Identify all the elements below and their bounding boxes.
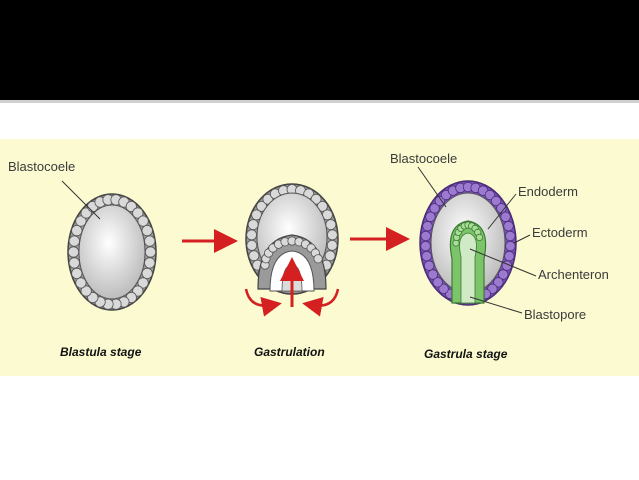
cell bbox=[503, 220, 514, 232]
separator-line bbox=[0, 100, 639, 103]
gastrulation-left-curve-arrow bbox=[244, 288, 282, 317]
endoderm-leader bbox=[487, 193, 517, 230]
cell bbox=[427, 269, 439, 280]
cell bbox=[505, 240, 516, 252]
cell bbox=[496, 203, 507, 214]
cell bbox=[421, 250, 432, 262]
top-black-bar bbox=[0, 0, 639, 100]
cell bbox=[429, 203, 440, 214]
archenteron-leader bbox=[469, 248, 537, 277]
cell bbox=[137, 215, 149, 227]
cell bbox=[144, 235, 156, 247]
cell bbox=[325, 219, 337, 230]
cell bbox=[500, 211, 511, 223]
cell bbox=[141, 267, 153, 279]
cell bbox=[80, 285, 92, 297]
blastula-figure bbox=[67, 193, 157, 311]
cell bbox=[423, 260, 435, 271]
cell bbox=[420, 240, 431, 252]
gastrula-figure bbox=[419, 180, 517, 306]
cell bbox=[144, 257, 156, 269]
cell bbox=[505, 230, 516, 242]
label-blastocoele-2: Blastocoele bbox=[390, 151, 457, 166]
cell bbox=[438, 283, 449, 295]
gastrulation-figure bbox=[245, 183, 339, 295]
cell bbox=[71, 225, 83, 237]
cell bbox=[141, 225, 153, 237]
cell bbox=[434, 195, 446, 207]
cell bbox=[246, 240, 258, 251]
cell bbox=[493, 277, 504, 288]
cell bbox=[425, 211, 436, 223]
cell bbox=[247, 219, 259, 230]
ectoderm-leader bbox=[513, 234, 531, 244]
cell bbox=[68, 257, 80, 269]
label-ectoderm: Ectoderm bbox=[532, 225, 588, 240]
label-archenteron: Archenteron bbox=[538, 267, 609, 282]
caption-blastula: Blastula stage bbox=[60, 345, 142, 359]
cell bbox=[246, 229, 258, 241]
label-blastocoele-1: Blastocoele bbox=[8, 159, 75, 174]
cell bbox=[67, 246, 80, 258]
cell bbox=[313, 254, 323, 264]
cell bbox=[484, 189, 496, 201]
cell bbox=[248, 250, 260, 262]
cell bbox=[137, 277, 149, 289]
cell bbox=[144, 246, 157, 258]
cell bbox=[475, 233, 483, 242]
cell bbox=[68, 235, 80, 247]
cell bbox=[326, 240, 338, 251]
cell bbox=[490, 195, 502, 207]
gastrulation-diagram: Blastocoele Blastula stage Gastrulation … bbox=[8, 151, 609, 361]
cell bbox=[326, 229, 338, 241]
cell bbox=[504, 250, 515, 262]
caption-gastrula: Gastrula stage bbox=[424, 347, 508, 361]
cell bbox=[498, 269, 509, 280]
blastopore-leader bbox=[469, 296, 523, 314]
cell bbox=[75, 277, 87, 289]
blastocoele-leader-2 bbox=[417, 166, 447, 208]
cell bbox=[420, 230, 432, 242]
label-blastopore: Blastopore bbox=[524, 307, 586, 322]
caption-gastrulation: Gastrulation bbox=[254, 345, 325, 359]
blastocoele-leader-1 bbox=[61, 180, 101, 220]
label-endoderm: Endoderm bbox=[518, 184, 578, 199]
cell bbox=[432, 277, 443, 288]
cell bbox=[324, 250, 336, 262]
gastrulation-right-curve-arrow bbox=[302, 288, 340, 317]
cell bbox=[75, 215, 87, 227]
cell bbox=[71, 267, 83, 279]
cell bbox=[422, 220, 433, 232]
cell bbox=[132, 207, 144, 219]
